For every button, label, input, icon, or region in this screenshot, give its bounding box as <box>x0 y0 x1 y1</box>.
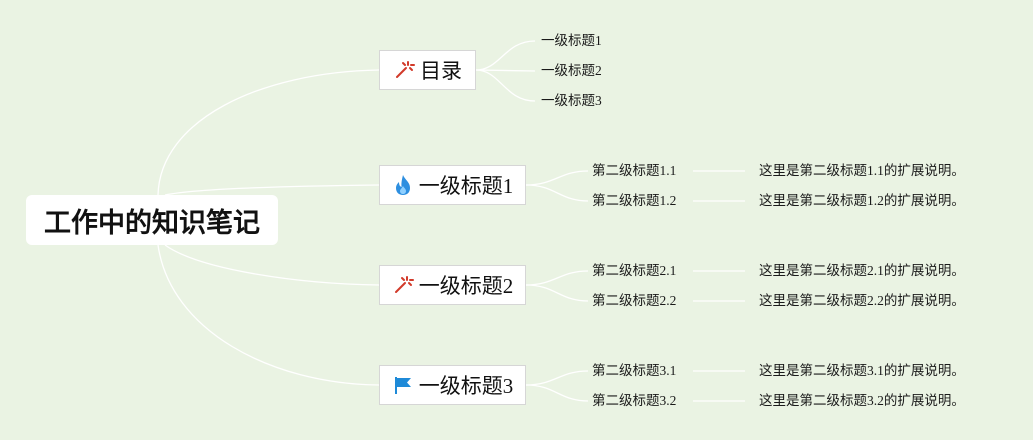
note-2-2: 这里是第二级标题2.2的扩展说明。 <box>759 293 965 308</box>
section-1-title: 一级标题1 <box>418 174 514 198</box>
magic-wand-icon <box>392 274 414 296</box>
toc-topic[interactable]: 目录 <box>379 50 476 90</box>
subtopic-2-1[interactable]: 第二级标题2.1 <box>592 263 677 278</box>
note-1-1: 这里是第二级标题1.1的扩展说明。 <box>759 163 965 178</box>
note-3-1: 这里是第二级标题3.1的扩展说明。 <box>759 363 965 378</box>
subtopic-1-2[interactable]: 第二级标题1.2 <box>592 193 677 208</box>
section-2-title: 一级标题2 <box>418 274 514 298</box>
magic-wand-icon <box>393 59 415 81</box>
toc-title: 目录 <box>420 59 462 83</box>
section-3-title: 一级标题3 <box>418 374 514 398</box>
note-2-1: 这里是第二级标题2.1的扩展说明。 <box>759 263 965 278</box>
flame-icon <box>392 174 414 196</box>
subtopic-3-1[interactable]: 第二级标题3.1 <box>592 363 677 378</box>
section-2-topic[interactable]: 一级标题2 <box>379 265 526 305</box>
toc-item-1[interactable]: 一级标题1 <box>541 33 602 48</box>
note-1-2: 这里是第二级标题1.2的扩展说明。 <box>759 193 965 208</box>
toc-item-2[interactable]: 一级标题2 <box>541 63 602 78</box>
root-topic[interactable]: 工作中的知识笔记 <box>26 195 278 245</box>
subtopic-2-2[interactable]: 第二级标题2.2 <box>592 293 677 308</box>
subtopic-3-2[interactable]: 第二级标题3.2 <box>592 393 677 408</box>
section-1-topic[interactable]: 一级标题1 <box>379 165 526 205</box>
root-title: 工作中的知识笔记 <box>44 207 260 239</box>
flag-icon <box>392 374 414 396</box>
note-3-2: 这里是第二级标题3.2的扩展说明。 <box>759 393 965 408</box>
section-3-topic[interactable]: 一级标题3 <box>379 365 526 405</box>
toc-item-3[interactable]: 一级标题3 <box>541 93 602 108</box>
subtopic-1-1[interactable]: 第二级标题1.1 <box>592 163 677 178</box>
